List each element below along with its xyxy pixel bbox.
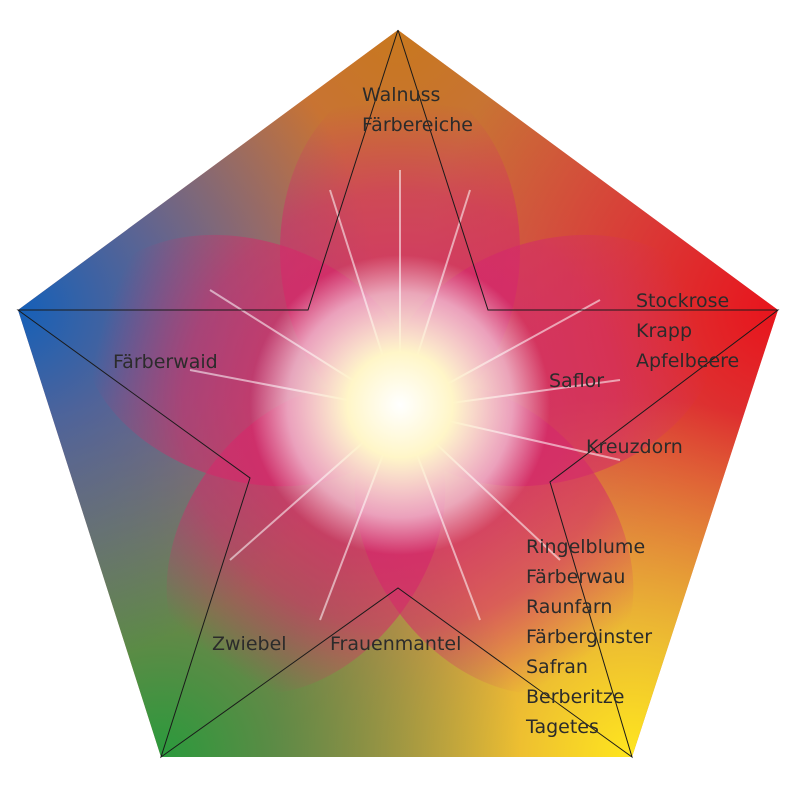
label-group-lower-right: Ringelblume Färberwau Raunfarn Färbergin…	[526, 532, 652, 742]
dye-plant-label: Walnuss	[362, 84, 441, 106]
dye-plant-label: Berberitze	[526, 686, 625, 708]
label-group-upper-right: Stockrose Krapp Apfelbeere	[636, 286, 739, 376]
flower-image	[81, 80, 719, 695]
dye-plant-label: Ringelblume	[526, 536, 646, 558]
label-group-inner-right-2: Kreuzdorn	[586, 432, 683, 462]
dye-plant-label: Kreuzdorn	[586, 436, 683, 458]
star-outline	[16, 29, 780, 759]
dye-plant-label: Färberginster	[526, 626, 653, 648]
dye-plant-label: Zwiebel	[212, 633, 287, 655]
label-group-left: Färberwaid	[113, 347, 218, 377]
label-group-lower-center: Frauenmantel	[330, 629, 461, 659]
dye-plant-label: Krapp	[636, 320, 693, 342]
dye-plant-label: Färbereiche	[362, 114, 473, 136]
label-group-inner-right-1: Saflor	[549, 366, 604, 396]
dye-plant-label: Safran	[526, 656, 588, 678]
dye-plant-label: Raunfarn	[526, 596, 613, 618]
dye-plant-label: Tagetes	[526, 716, 599, 738]
label-group-top: Walnuss Färbereiche	[362, 80, 473, 140]
dye-plant-label: Färberwaid	[113, 351, 218, 373]
label-group-lower-left: Zwiebel	[212, 629, 287, 659]
flower-center	[250, 255, 550, 555]
dye-plant-label: Stockrose	[636, 290, 730, 312]
dye-plant-label: Frauenmantel	[330, 633, 462, 655]
dye-plant-label: Färberwau	[526, 566, 626, 588]
dye-plant-label: Saflor	[549, 370, 605, 392]
dye-plant-label: Apfelbeere	[636, 350, 740, 372]
